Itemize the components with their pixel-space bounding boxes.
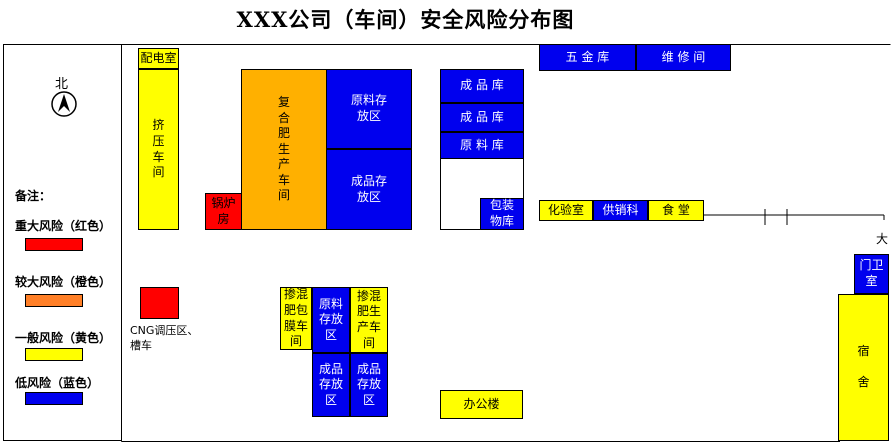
legend-label-major: 重大风险（红色） bbox=[15, 219, 112, 233]
legend-swatch-low bbox=[25, 392, 83, 405]
zone-raw-material-storage-1: 原料存 放区 bbox=[326, 69, 412, 149]
zone-cng-pressure-station bbox=[140, 287, 179, 319]
gate-label: 大 bbox=[876, 232, 889, 246]
zone-guard-room: 门卫 室 bbox=[854, 254, 889, 294]
zone-supply-sales: 供销科 bbox=[593, 200, 648, 221]
zone-blend-packing-workshop: 掺混 肥包 膜车 间 bbox=[280, 287, 312, 350]
zone-dormitory: 宿 舍 bbox=[838, 294, 889, 441]
north-label: 北 bbox=[55, 77, 69, 92]
legend-swatch-general bbox=[25, 348, 83, 361]
cng-label: CNG调压区、 槽车 bbox=[130, 324, 199, 352]
zone-product-warehouse-1: 成 品 库 bbox=[440, 69, 524, 103]
zone-laboratory: 化验室 bbox=[539, 200, 593, 221]
zone-power-room: 配电室 bbox=[138, 48, 179, 69]
zone-blend-production-workshop: 掺混 肥生 产车 间 bbox=[350, 287, 388, 353]
legend-swatch-significant bbox=[25, 294, 83, 307]
zone-hardware-warehouse: 五 金 库 bbox=[539, 44, 636, 71]
zone-maintenance-room: 维 修 间 bbox=[636, 44, 731, 71]
zone-compound-fertilizer-workshop: 复 合 肥 生 产 车 间 bbox=[241, 69, 327, 230]
legend-label-significant: 较大风险（橙色） bbox=[15, 275, 112, 289]
legend-label-low: 低风险（蓝色） bbox=[15, 376, 100, 390]
zone-raw-material-storage-2: 原料 存放 区 bbox=[312, 287, 350, 353]
legend-label-general: 一般风险（黄色） bbox=[15, 331, 112, 345]
zone-raw-material-warehouse: 原 料 库 bbox=[440, 132, 524, 159]
page-title: XXX公司（车间）安全风险分布图 bbox=[236, 7, 575, 32]
zone-product-storage-3: 成品 存放 区 bbox=[350, 353, 388, 417]
zone-office-building: 办公楼 bbox=[440, 390, 523, 419]
zone-packaging-warehouse: 包装 物库 bbox=[480, 198, 524, 230]
zone-boiler-room: 锅炉 房 bbox=[205, 193, 242, 230]
zone-product-warehouse-2: 成 品 库 bbox=[440, 103, 524, 132]
zone-product-storage-1: 成品存 放区 bbox=[326, 149, 412, 230]
zone-canteen: 食 堂 bbox=[648, 200, 704, 221]
legend-heading: 备注： bbox=[15, 189, 52, 203]
zone-product-storage-2: 成品 存放 区 bbox=[312, 353, 350, 417]
compass-icon bbox=[50, 90, 78, 118]
legend-swatch-major bbox=[25, 238, 83, 251]
zone-extrusion-workshop: 挤 压 车 间 bbox=[138, 69, 179, 230]
